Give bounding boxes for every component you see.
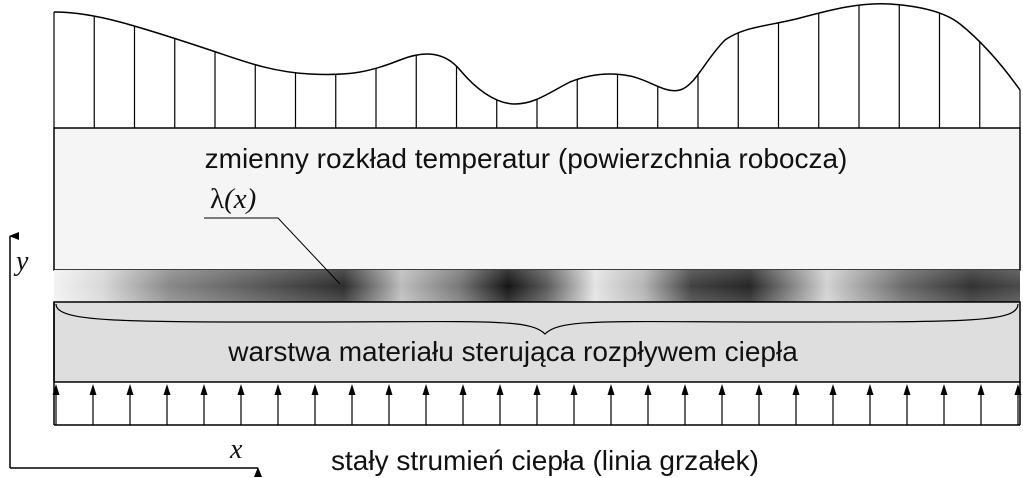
heater-arrow bbox=[607, 384, 615, 425]
heater-arrow bbox=[126, 384, 134, 425]
temperature-profile bbox=[53, 2, 1021, 128]
lambda-argument: (x) bbox=[224, 183, 256, 215]
heater-arrow bbox=[496, 384, 504, 425]
top-region bbox=[53, 127, 1021, 271]
top-region-label: zmienny rozkład temperatur (powierzchnia… bbox=[205, 143, 848, 174]
heater-arrow bbox=[829, 384, 837, 425]
heater-arrow bbox=[200, 384, 208, 425]
heater-arrow bbox=[163, 384, 171, 425]
heater-arrow bbox=[681, 384, 689, 425]
heat-flux-label: stały strumień ciepła (linia grzałek) bbox=[331, 445, 759, 476]
heater-arrow bbox=[977, 384, 985, 425]
layer-brace bbox=[55, 303, 1019, 335]
heater-arrow bbox=[348, 384, 356, 425]
x-axis-label: x bbox=[229, 434, 243, 465]
lambda-strip-shade bbox=[54, 270, 1020, 302]
heater-arrow bbox=[718, 384, 726, 425]
axes: y x bbox=[9, 232, 262, 477]
heater-arrow bbox=[903, 384, 911, 425]
heater-arrow bbox=[274, 384, 282, 425]
heater-arrow bbox=[422, 384, 430, 425]
heater-arrow bbox=[1014, 384, 1022, 425]
y-axis-label: y bbox=[13, 246, 29, 277]
heater-arrow bbox=[940, 384, 948, 425]
lambda-label: λ(x) bbox=[204, 183, 341, 285]
heater-arrow bbox=[792, 384, 800, 425]
temperature-profile-lines bbox=[53, 4, 1021, 128]
heater-arrow bbox=[311, 384, 319, 425]
heater-arrow bbox=[459, 384, 467, 425]
heater-arrow bbox=[89, 384, 97, 425]
heater-arrow bbox=[533, 384, 541, 425]
heater-arrow bbox=[570, 384, 578, 425]
lambda-symbol: λ(x) bbox=[210, 183, 256, 215]
layer-label: warstwa materiału sterująca rozpływem ci… bbox=[227, 336, 798, 367]
lambda-leader-line bbox=[204, 217, 341, 285]
heater-arrow bbox=[385, 384, 393, 425]
heater-arrows bbox=[52, 384, 1022, 425]
heater-arrow bbox=[866, 384, 874, 425]
heater-arrow bbox=[237, 384, 245, 425]
temperature-curve bbox=[53, 2, 1021, 105]
material-layer bbox=[53, 301, 1021, 383]
heater-region bbox=[52, 302, 1022, 426]
heater-arrow bbox=[52, 384, 60, 425]
heater-arrow bbox=[644, 384, 652, 425]
heater-arrow bbox=[755, 384, 763, 425]
